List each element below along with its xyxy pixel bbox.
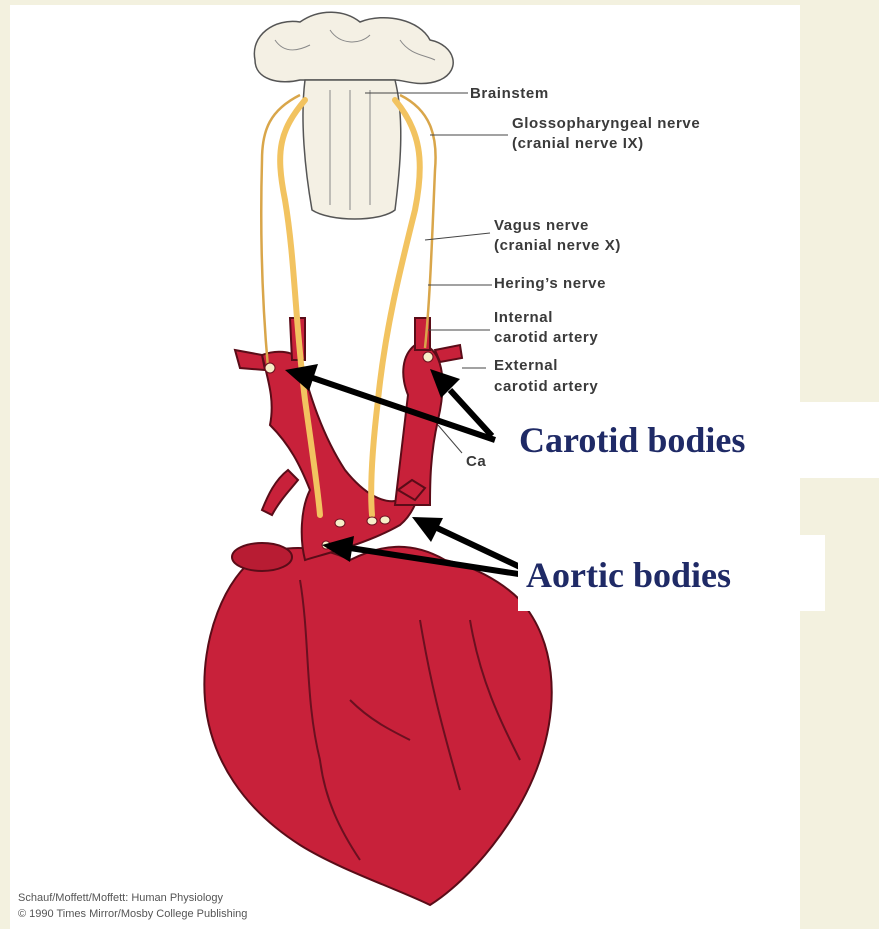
label-external-carotid-sub: carotid artery xyxy=(494,377,598,396)
label-partial-ca: Ca xyxy=(466,452,486,471)
callout-carotid-text: Carotid bodies xyxy=(519,420,745,460)
label-internal-carotid: Internal xyxy=(494,308,553,327)
label-external-carotid: External xyxy=(494,356,558,375)
credit-line-2: © 1990 Times Mirror/Mosby College Publis… xyxy=(18,908,247,920)
credit-line-1: Schauf/Moffett/Moffett: Human Physiology xyxy=(18,892,223,904)
label-internal-carotid-sub: carotid artery xyxy=(494,328,598,347)
label-vagus-nerve: Vagus nerve xyxy=(494,216,589,235)
label-brainstem: Brainstem xyxy=(470,84,549,103)
callout-aortic-bodies: Aortic bodies xyxy=(518,535,825,611)
label-herings-nerve: Hering’s nerve xyxy=(494,274,606,293)
callout-carotid-bodies: Carotid bodies xyxy=(507,402,879,478)
label-glossopharyngeal-nerve-sub: (cranial nerve IX) xyxy=(512,134,644,153)
label-glossopharyngeal-nerve: Glossopharyngeal nerve xyxy=(512,114,700,133)
label-vagus-nerve-sub: (cranial nerve X) xyxy=(494,236,621,255)
heart-illustration xyxy=(204,543,551,905)
callout-aortic-text: Aortic bodies xyxy=(526,555,731,595)
